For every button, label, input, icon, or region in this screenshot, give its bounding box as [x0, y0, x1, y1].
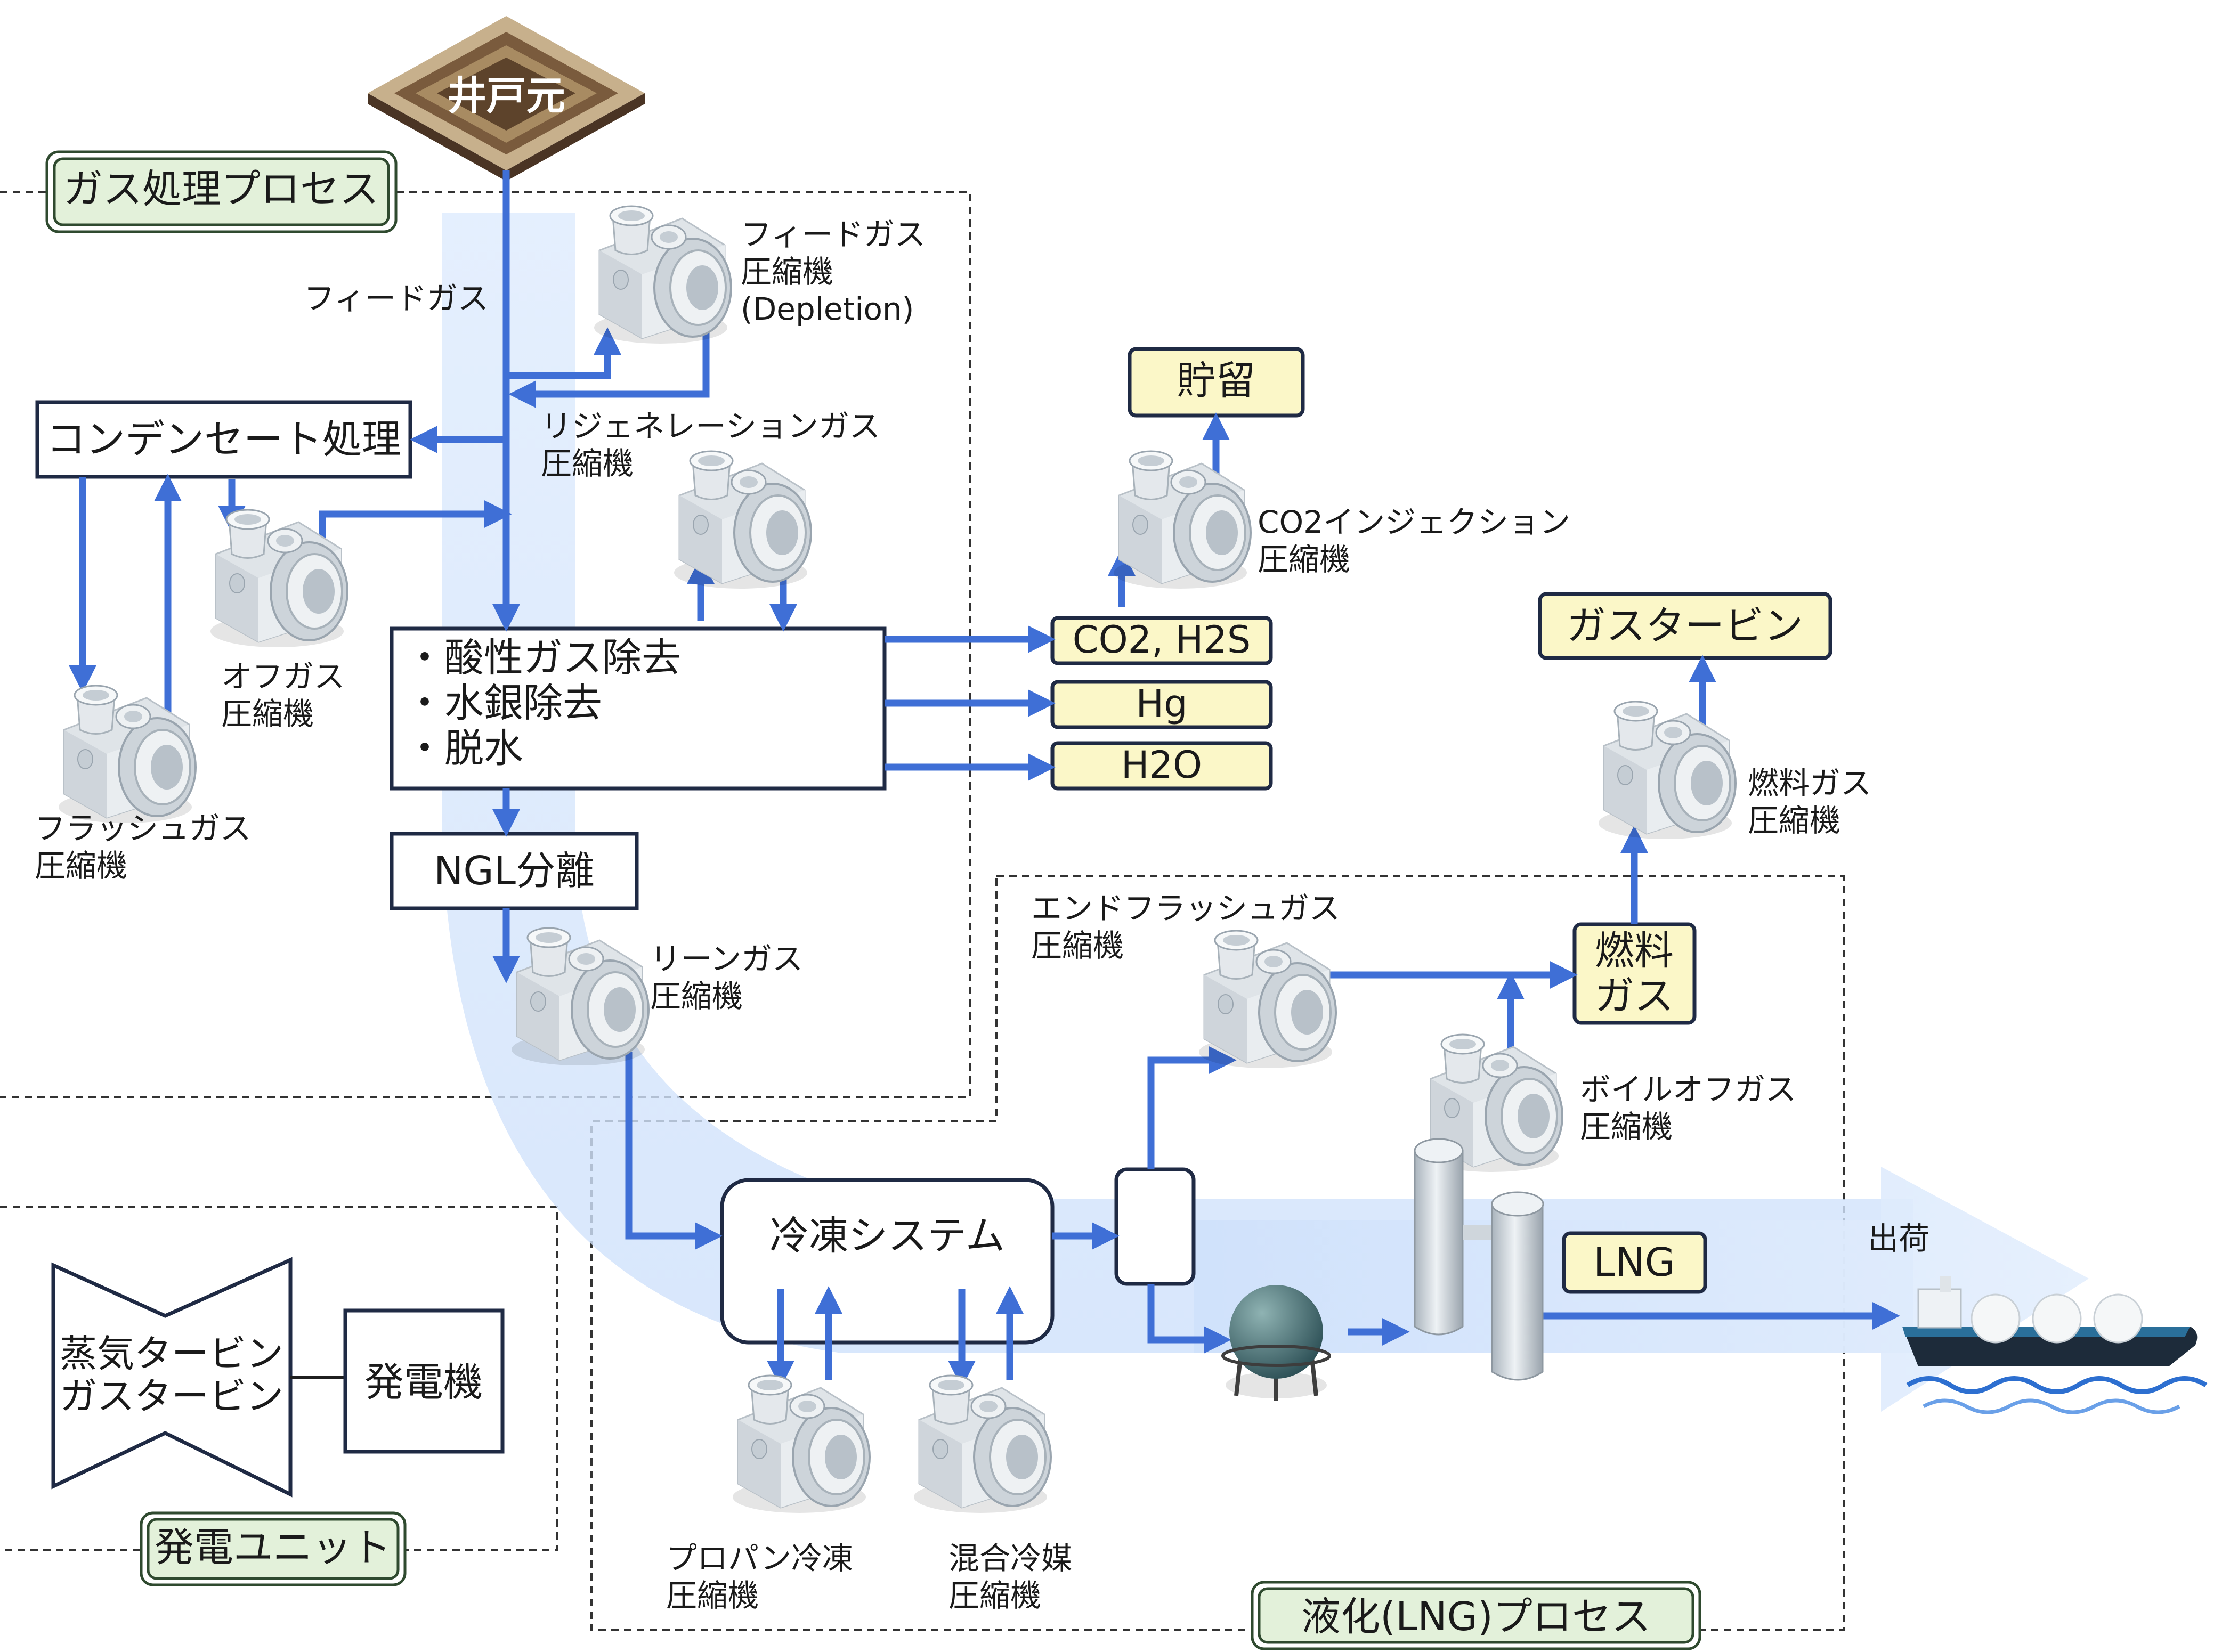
- svg-text:オフガス: オフガス: [221, 658, 345, 695]
- svg-text:圧縮機: 圧縮機: [650, 978, 743, 1014]
- feed-depletion-compressor: [593, 205, 732, 345]
- treatment-box: ・酸性ガス除去 ・水銀除去 ・脱水: [390, 626, 887, 791]
- liquefaction-tag: 液化(LNG)プロセス: [1251, 1581, 1701, 1650]
- lean-gas-compressor: [510, 927, 650, 1067]
- h2o-box: H2O: [1050, 741, 1273, 791]
- compressor-labels: フィードガス 圧縮機 (Depletion) リジェネレーションガス 圧縮機 C…: [35, 216, 1871, 1614]
- svg-text:フィードガス: フィードガス: [741, 216, 926, 253]
- svg-text:LNG: LNG: [1593, 1240, 1675, 1285]
- svg-text:リジェネレーションガス: リジェネレーションガス: [541, 408, 880, 444]
- svg-text:圧縮機: 圧縮機: [948, 1577, 1041, 1614]
- svg-text:ガスタービン: ガスタービン: [1567, 603, 1803, 649]
- wellhead-icon: 井戸元: [368, 16, 645, 181]
- svg-text:燃料: 燃料: [1595, 928, 1674, 974]
- svg-text:フラッシュガス: フラッシュガス: [35, 810, 251, 847]
- liquefaction-boundary: [590, 875, 1845, 1631]
- svg-text:リーンガス: リーンガス: [650, 941, 803, 977]
- generator-box: 発電機: [343, 1308, 505, 1454]
- regeneration-compressor: [673, 450, 812, 590]
- svg-text:・脱水: ・脱水: [405, 726, 523, 771]
- svg-text:コンデンセート処理: コンデンセート処理: [46, 417, 401, 462]
- svg-text:NGL分離: NGL分離: [434, 848, 595, 894]
- svg-text:プロパン冷凍: プロパン冷凍: [666, 1540, 853, 1576]
- svg-text:ガス: ガス: [1595, 973, 1674, 1019]
- end-flash-compressor: [1198, 930, 1337, 1069]
- svg-text:ガスタービン: ガスタービン: [60, 1374, 283, 1418]
- off-gas-compressor: [209, 509, 348, 648]
- svg-text:CO2, H2S: CO2, H2S: [1073, 618, 1251, 662]
- svg-text:CO2インジェクション: CO2インジェクション: [1258, 504, 1570, 540]
- lng-ship-icon: [1902, 1276, 2208, 1414]
- sphere-tank-icon: [1221, 1285, 1331, 1401]
- shipping-label: 出荷: [1868, 1220, 1929, 1257]
- separator-icon: [1114, 1167, 1196, 1286]
- svg-text:圧縮機: 圧縮機: [1748, 802, 1840, 839]
- svg-text:燃料ガス: 燃料ガス: [1748, 765, 1871, 801]
- propane-compressor: [732, 1374, 871, 1514]
- feed-gas-label: フィードガス: [304, 280, 489, 316]
- co2-injection-compressor: [1113, 450, 1252, 590]
- svg-text:(Depletion): (Depletion): [741, 291, 914, 327]
- svg-text:圧縮機: 圧縮機: [35, 848, 127, 884]
- flow-labels: フィードガス 出荷: [304, 280, 1929, 1257]
- svg-text:圧縮機: 圧縮機: [1258, 541, 1350, 577]
- svg-text:圧縮機: 圧縮機: [1580, 1109, 1673, 1145]
- svg-text:ガス処理プロセス: ガス処理プロセス: [63, 166, 379, 212]
- svg-text:圧縮機: 圧縮機: [221, 696, 314, 732]
- svg-text:発電機: 発電機: [364, 1360, 483, 1405]
- svg-text:Hg: Hg: [1136, 682, 1187, 726]
- svg-text:液化(LNG)プロセス: 液化(LNG)プロセス: [1301, 1594, 1651, 1640]
- fuel-gas-box: 燃料 ガス: [1572, 922, 1697, 1025]
- gas-processing-boundary: [0, 191, 971, 1098]
- svg-text:混合冷媒: 混合冷媒: [948, 1540, 1072, 1576]
- svg-text:ボイルオフガス: ボイルオフガス: [1580, 1071, 1796, 1108]
- mixed-refrigerant-compressor: [913, 1374, 1052, 1514]
- svg-text:圧縮機: 圧縮機: [666, 1577, 759, 1614]
- refrigeration-box: 冷凍システム: [720, 1178, 1055, 1345]
- flash-gas-compressor: [58, 685, 197, 824]
- hg-box: Hg: [1050, 680, 1273, 729]
- svg-text:冷凍システム: 冷凍システム: [769, 1213, 1005, 1259]
- fuel-gas-compressor: [1598, 701, 1737, 840]
- column-icon: [1414, 1138, 1544, 1381]
- svg-text:圧縮機: 圧縮機: [1031, 927, 1124, 964]
- svg-text:H2O: H2O: [1121, 743, 1202, 787]
- svg-text:・水銀除去: ・水銀除去: [405, 680, 602, 726]
- storage-box: 貯留: [1128, 347, 1305, 418]
- gas-processing-tag: ガス処理プロセス: [45, 150, 398, 233]
- power-unit-tag: 発電ユニット: [140, 1511, 407, 1586]
- flow-lines: [69, 170, 1900, 1388]
- gas-turbine-box: ガスタービン: [1538, 592, 1832, 660]
- svg-text:・酸性ガス除去: ・酸性ガス除去: [405, 635, 681, 681]
- svg-text:エンドフラッシュガス: エンドフラッシュガス: [1031, 890, 1340, 926]
- ngl-box: NGL分離: [390, 832, 639, 910]
- svg-text:発電ユニット: 発電ユニット: [155, 1525, 391, 1570]
- svg-text:蒸気タービン: 蒸気タービン: [60, 1332, 283, 1376]
- svg-text:貯留: 貯留: [1177, 358, 1255, 404]
- co2-h2s-box: CO2, H2S: [1050, 616, 1273, 665]
- svg-text:圧縮機: 圧縮機: [741, 254, 833, 290]
- condensate-box: コンデンセート処理: [35, 400, 412, 479]
- lng-box: LNG: [1562, 1231, 1707, 1294]
- wellhead-label: 井戸元: [447, 73, 565, 119]
- turbine-icon: 蒸気タービン ガスタービン: [51, 1257, 293, 1498]
- svg-text:圧縮機: 圧縮機: [541, 445, 634, 482]
